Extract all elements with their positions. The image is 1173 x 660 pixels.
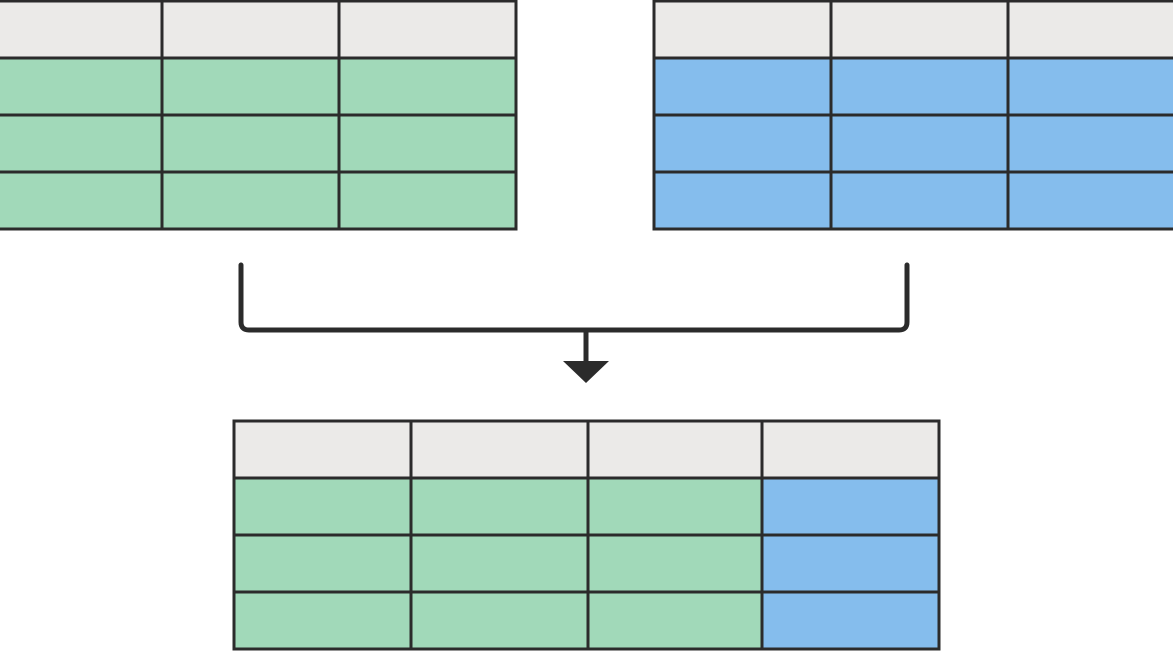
table-cell-green [586, 476, 764, 537]
table-cell-blue [652, 170, 833, 231]
header-cell [652, 0, 833, 60]
table-cell-blue [652, 56, 833, 117]
header-cell [232, 419, 413, 480]
table-cell-blue [760, 590, 941, 651]
table-cell-green [0, 56, 164, 117]
table-cell-green [409, 590, 590, 651]
header-cell [160, 0, 341, 60]
header-cell [409, 419, 590, 480]
table-cell-green [409, 533, 590, 594]
merge-connector [238, 262, 910, 383]
table-cell-blue [652, 113, 833, 174]
table-cell-green [337, 113, 518, 174]
header-cell [760, 419, 941, 480]
header-cell [0, 0, 164, 60]
table-cell-green [232, 533, 413, 594]
table-cell-green [337, 56, 518, 117]
merged-table [232, 419, 941, 651]
table-cell-blue [829, 56, 1010, 117]
table-cell-blue [760, 476, 941, 537]
table-cell-green [409, 476, 590, 537]
table-cell-green [0, 113, 164, 174]
table-cell-green [232, 476, 413, 537]
right-table [652, 0, 1173, 231]
table-cell-blue [760, 533, 941, 594]
table-cell-blue [829, 113, 1010, 174]
header-cell [337, 0, 518, 60]
table-cell-blue [1006, 170, 1173, 231]
table-cell-green [0, 170, 164, 231]
table-cell-green [160, 113, 341, 174]
header-cell [829, 0, 1010, 60]
arrow-down-icon [563, 361, 609, 383]
table-cell-blue [1006, 113, 1173, 174]
table-cell-green [337, 170, 518, 231]
table-cell-green [232, 590, 413, 651]
header-cell [586, 419, 764, 480]
table-cell-green [586, 590, 764, 651]
table-cell-blue [829, 170, 1010, 231]
left-table [0, 0, 518, 231]
table-cell-green [586, 533, 764, 594]
table-cell-blue [1006, 56, 1173, 117]
table-cell-green [160, 170, 341, 231]
table-cell-green [160, 56, 341, 117]
header-cell [1006, 0, 1173, 60]
bracket-line [238, 262, 910, 333]
